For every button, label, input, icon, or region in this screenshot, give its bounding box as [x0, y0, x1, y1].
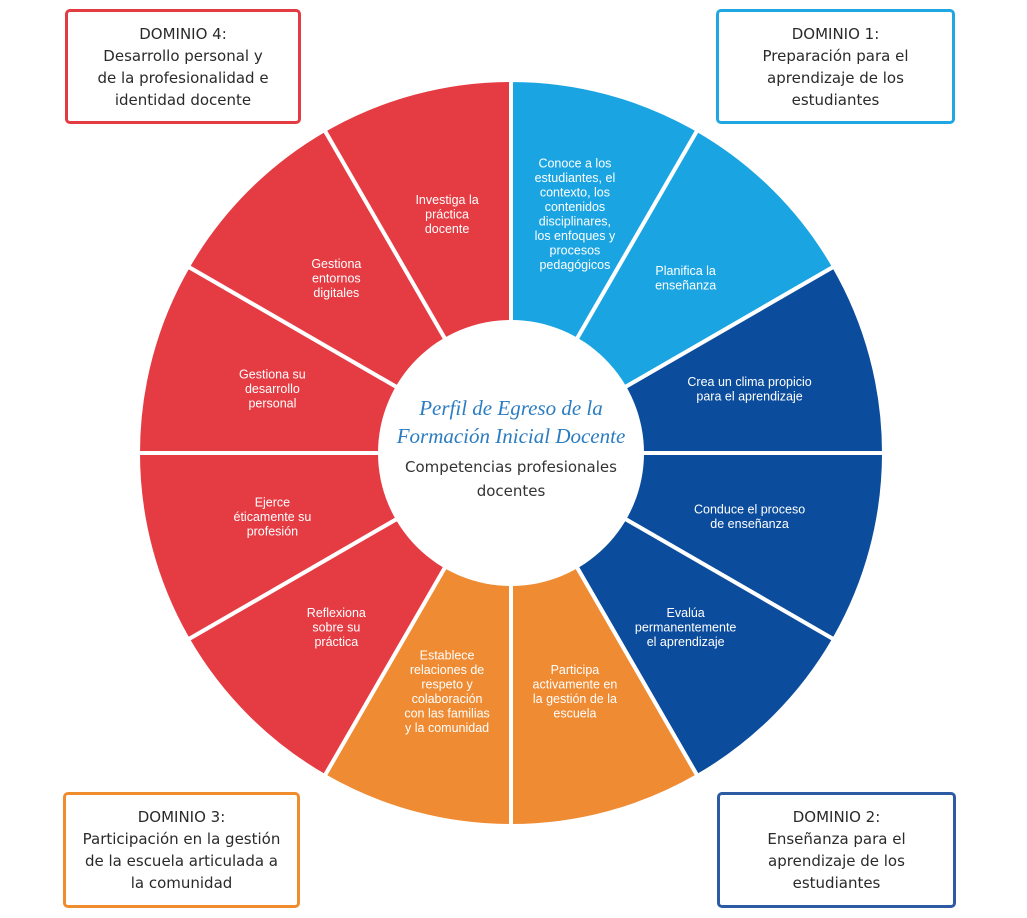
- domain-2-title: DOMINIO 2:: [792, 808, 881, 826]
- segment-label-line: desarrollo: [245, 382, 300, 396]
- domain-2-line: estudiantes: [792, 874, 881, 892]
- domain-1-line: aprendizaje de los: [767, 68, 904, 87]
- segment-label-line: escuela: [553, 706, 596, 720]
- center-hub: [378, 320, 644, 586]
- segment-label-line: los enfoques y: [535, 229, 616, 243]
- domain-2-line: aprendizaje de los: [768, 852, 905, 870]
- center-title-line: Formación Inicial Docente: [396, 424, 626, 448]
- segment-label-line: entornos: [312, 271, 361, 285]
- segment-label-line: Evalúa: [667, 606, 705, 620]
- segment-label-line: activamente en: [533, 677, 618, 691]
- center-subtitle-line: docentes: [477, 482, 546, 500]
- segment-label-line: digitales: [313, 286, 359, 300]
- domain-3-line: Participación en la gestión: [82, 830, 281, 848]
- segment-label-line: relaciones de: [410, 663, 484, 677]
- segment-label-line: Ejerce: [255, 495, 290, 509]
- segment-label-line: práctica: [314, 635, 358, 649]
- segment-label-line: procesos: [550, 244, 601, 258]
- segment-label-line: para el aprendizaje: [696, 389, 802, 403]
- segment-label-line: respeto y: [421, 677, 473, 691]
- segment-label-line: contexto, los: [540, 186, 610, 200]
- domain-3-box: DOMINIO 3: Participación en la gestión d…: [63, 792, 300, 908]
- segment-label-line: con las familias: [404, 706, 489, 720]
- segment-label-line: Establece: [420, 648, 475, 662]
- segment-label-line: enseñanza: [655, 279, 716, 293]
- segment-label-line: práctica: [425, 207, 469, 221]
- segment-label-line: Gestiona su: [239, 368, 306, 382]
- segment-label-line: Reflexiona: [307, 606, 366, 620]
- domain-2-box: DOMINIO 2: Enseñanza para el aprendizaje…: [717, 792, 956, 908]
- domain-4-line: Desarrollo personal y: [103, 46, 263, 65]
- segment-label-line: disciplinares,: [539, 215, 611, 229]
- segment-label-line: Investiga la: [415, 193, 478, 207]
- domain-4-box: DOMINIO 4: Desarrollo personal y de la p…: [65, 9, 301, 124]
- segment-label-line: Participa: [551, 663, 600, 677]
- segment-label-line: pedagógicos: [539, 258, 610, 272]
- domain-4-title: DOMINIO 4:: [139, 24, 227, 43]
- segment-label-line: sobre su: [312, 621, 360, 635]
- domain-1-title: DOMINIO 1:: [791, 24, 880, 43]
- segment-label-line: el aprendizaje: [647, 635, 725, 649]
- domain-3-line: la comunidad: [130, 874, 233, 892]
- segment-label-line: Conoce a los: [538, 157, 611, 171]
- domain-4-line: identidad docente: [114, 90, 252, 109]
- segment-label-line: contenidos: [545, 200, 605, 214]
- segment-label-line: éticamente su: [234, 510, 312, 524]
- segment-label-line: personal: [248, 397, 296, 411]
- segment-label-line: profesión: [247, 524, 298, 538]
- segment-label-line: y la comunidad: [405, 721, 489, 735]
- center-title-line: Perfil de Egreso de la: [418, 396, 603, 420]
- segment-label-line: de enseñanza: [710, 517, 789, 531]
- segment-label-line: docente: [425, 222, 470, 236]
- segment-label-line: Conduce el proceso: [694, 503, 805, 517]
- segment-label-line: permanentemente: [635, 621, 737, 635]
- center-subtitle-line: Competencias profesionales: [405, 458, 617, 476]
- segment-label-line: Planifica la: [655, 264, 715, 278]
- center-label: Perfil de Egreso de la Formación Inicial …: [396, 396, 626, 500]
- domain-1-line: estudiantes: [791, 90, 880, 109]
- domain-1-line: Preparación para el: [762, 46, 909, 65]
- segment-label-line: Crea un clima propicio: [687, 375, 811, 389]
- domain-3-line: de la escuela articulada a: [85, 852, 278, 870]
- domain-3-title: DOMINIO 3:: [137, 808, 226, 826]
- segment-label-line: colaboración: [412, 692, 483, 706]
- segment-label-line: la gestión de la: [533, 692, 617, 706]
- segment-label-line: Gestiona: [311, 257, 361, 271]
- domain-1-box: DOMINIO 1: Preparación para el aprendiza…: [716, 9, 955, 124]
- domain-4-line: de la profesionalidad e: [97, 68, 269, 87]
- domain-2-line: Enseñanza para el: [767, 830, 906, 848]
- segment-label-line: estudiantes, el: [535, 171, 616, 185]
